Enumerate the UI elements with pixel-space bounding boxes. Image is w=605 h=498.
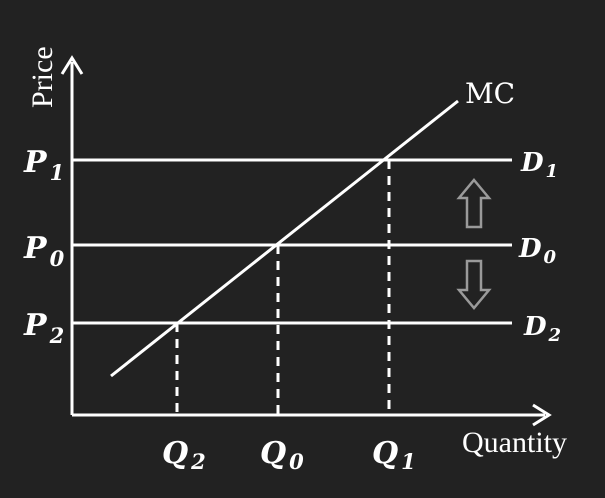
hollow-down-arrow-icon [456,259,492,310]
y-axis-arrowhead [60,55,84,75]
hollow-up-arrow-icon [456,178,492,229]
y-axis-title: Price [26,46,59,108]
x-axis-arrowhead [532,403,552,427]
x-axis-title: Quantity [462,426,567,459]
mc-curve [110,99,459,378]
mc-label: MC [465,77,515,110]
